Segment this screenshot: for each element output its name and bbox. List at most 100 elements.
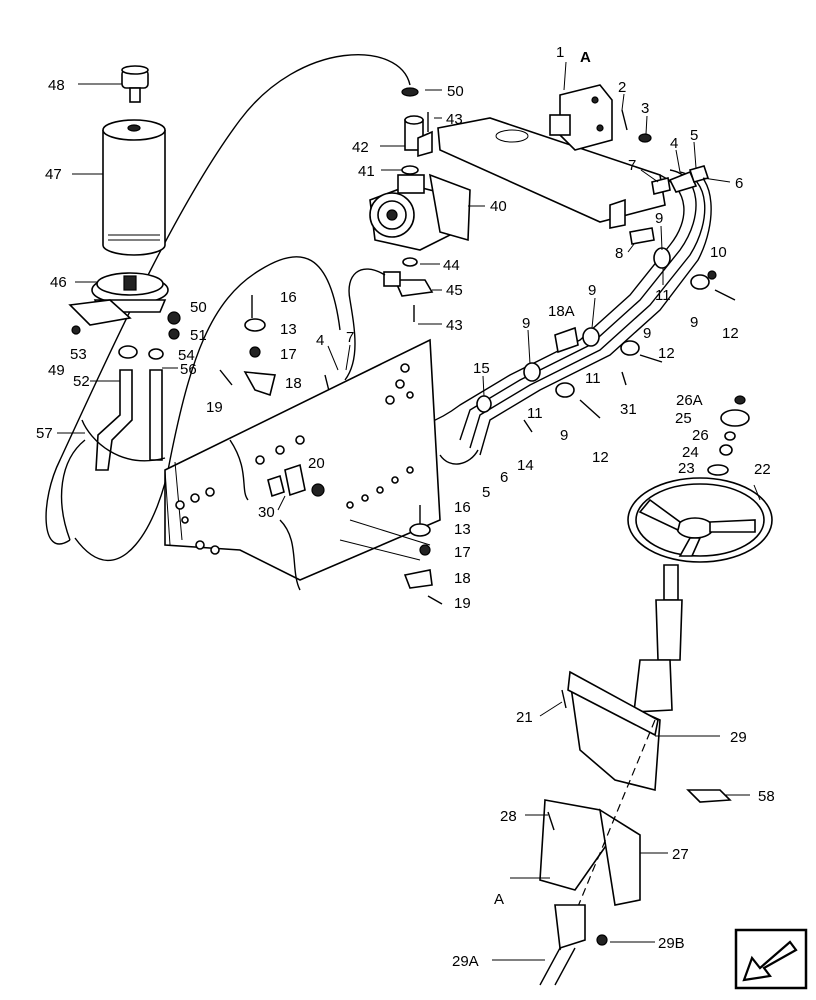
nut-24 bbox=[719, 444, 733, 456]
supply-hose bbox=[74, 256, 341, 562]
steering-column bbox=[633, 564, 683, 713]
callout-24: 24 bbox=[682, 444, 699, 461]
steering-line-5 bbox=[439, 449, 479, 465]
callout-16a: 16 bbox=[280, 289, 297, 306]
clamp-9-e bbox=[523, 362, 541, 382]
callout-7b: 7 bbox=[346, 329, 354, 346]
fitting-5 bbox=[688, 165, 710, 183]
oring-41 bbox=[401, 165, 419, 175]
seal-50 bbox=[401, 87, 419, 97]
callout-56: 56 bbox=[180, 361, 197, 378]
frame-hose-a bbox=[229, 439, 249, 501]
callout-4b: 4 bbox=[316, 332, 324, 349]
callout-21: 21 bbox=[516, 709, 533, 726]
callout-9b: 9 bbox=[690, 314, 698, 331]
callout-11b: 11 bbox=[585, 370, 601, 387]
callout-9c: 9 bbox=[588, 282, 596, 299]
callout-6b: 6 bbox=[500, 469, 508, 486]
callout-27: 27 bbox=[672, 846, 689, 863]
callout-1: 1 bbox=[556, 44, 564, 61]
nut-20 bbox=[311, 483, 325, 497]
filler-cap bbox=[121, 65, 149, 103]
nut-50b bbox=[167, 311, 181, 325]
callout-12c: 12 bbox=[592, 449, 609, 466]
cap-25 bbox=[720, 409, 750, 427]
pump-bracket-42 bbox=[404, 115, 433, 158]
clamp-57 bbox=[81, 419, 166, 462]
bolt-49 bbox=[71, 325, 81, 335]
callout-A-bottom: A bbox=[494, 891, 504, 908]
callout-A-top: A bbox=[580, 49, 591, 66]
clamp-9-f bbox=[555, 382, 575, 398]
return-hose bbox=[45, 54, 411, 545]
bolt-19b bbox=[427, 595, 443, 605]
nut-10 bbox=[707, 270, 717, 280]
callout-26: 26 bbox=[692, 427, 709, 444]
fitting-54 bbox=[148, 348, 164, 360]
shaft-29A-b bbox=[554, 947, 576, 986]
leader-frame-2 bbox=[339, 539, 421, 561]
filter-canister bbox=[102, 119, 166, 256]
nut-17a bbox=[249, 346, 261, 358]
callout-26A: 26A bbox=[676, 392, 703, 409]
callout-29B: 29B bbox=[658, 935, 685, 952]
callout-18a: 18 bbox=[285, 375, 302, 392]
washer-26 bbox=[724, 431, 736, 441]
washer-23 bbox=[707, 464, 729, 476]
filter-bracket bbox=[68, 299, 132, 326]
callout-43b: 43 bbox=[446, 317, 463, 334]
callout-40: 40 bbox=[490, 198, 507, 215]
callout-23: 23 bbox=[678, 460, 695, 477]
callout-47: 47 bbox=[45, 166, 62, 183]
callout-22: 22 bbox=[754, 461, 771, 478]
bracket-18b bbox=[403, 569, 433, 589]
bracket-18a bbox=[243, 371, 277, 397]
fitting-30b bbox=[267, 474, 285, 498]
clip-13a bbox=[244, 318, 266, 332]
callout-12b: 12 bbox=[658, 345, 675, 362]
callout-2: 2 bbox=[618, 79, 626, 96]
callout-44: 44 bbox=[443, 257, 460, 274]
fitting-7 bbox=[651, 177, 671, 195]
hose-loop bbox=[60, 439, 86, 541]
view-arrow-box bbox=[734, 928, 808, 990]
clamp-11 bbox=[476, 395, 492, 413]
callout-50a: 50 bbox=[447, 83, 464, 100]
pin-2 bbox=[621, 109, 628, 131]
callout-4a: 4 bbox=[670, 135, 678, 152]
mounting-plate-8 bbox=[437, 117, 666, 223]
clamp-9-d bbox=[620, 340, 640, 356]
bolt-21 bbox=[561, 689, 567, 709]
bolt-29B bbox=[596, 934, 608, 946]
callout-7a: 7 bbox=[628, 157, 636, 174]
callout-15: 15 bbox=[473, 360, 490, 377]
steering-valve bbox=[549, 84, 613, 151]
callout-48: 48 bbox=[48, 77, 65, 94]
fitting-30a bbox=[284, 463, 306, 497]
callout-5a: 5 bbox=[690, 127, 698, 144]
callout-13b: 13 bbox=[454, 521, 471, 538]
callout-42: 42 bbox=[352, 139, 369, 156]
fitting-53 bbox=[118, 345, 138, 359]
callout-labels: 1 A 2 3 4 5 6 7 8 9 10 11 9 12 9 18A 9 9… bbox=[36, 44, 775, 970]
steering-wheel bbox=[627, 477, 773, 563]
u-joint-29A bbox=[554, 904, 586, 950]
callout-11c: 11 bbox=[527, 405, 543, 422]
nut-51 bbox=[168, 328, 180, 340]
callout-20: 20 bbox=[308, 455, 325, 472]
emblem-58 bbox=[686, 789, 732, 803]
leader-frame-1 bbox=[349, 519, 431, 546]
callout-43a: 43 bbox=[446, 111, 463, 128]
callout-25: 25 bbox=[675, 410, 692, 427]
callout-10: 10 bbox=[710, 244, 727, 261]
callout-41: 41 bbox=[358, 163, 375, 180]
adapter-45 bbox=[383, 271, 434, 297]
callout-9a: 9 bbox=[655, 210, 663, 227]
callout-9f: 9 bbox=[560, 427, 568, 444]
callout-5b: 5 bbox=[482, 484, 490, 501]
bolt-12a bbox=[714, 289, 736, 301]
callout-29: 29 bbox=[730, 729, 747, 746]
callout-49: 49 bbox=[48, 362, 65, 379]
oring-44 bbox=[402, 257, 418, 267]
